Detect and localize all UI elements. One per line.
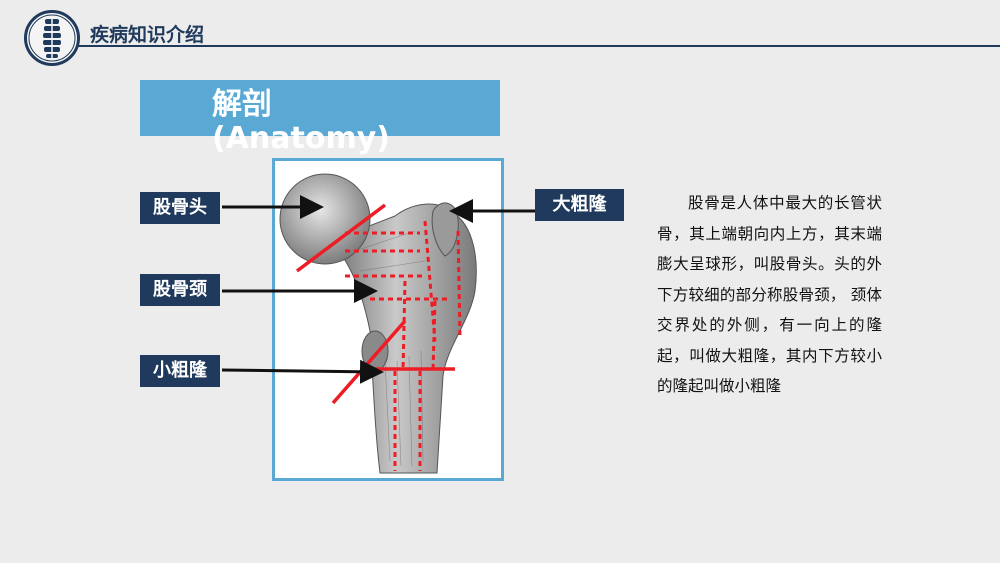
header-divider xyxy=(78,45,1000,47)
section-title: 解剖 (Anatomy) xyxy=(212,87,391,156)
page-title: 疾病知识介绍 xyxy=(90,24,205,46)
section-banner xyxy=(140,80,500,136)
description-text: 股骨是人体中最大的长管状骨，其上端朝向内上方，其末端膨大呈球形，叫股骨头。头的外… xyxy=(657,194,882,395)
label-femoral-head: 股骨头 xyxy=(140,192,220,224)
femur-illustration xyxy=(279,173,477,474)
label-greater-trochanter: 大粗隆 xyxy=(535,189,624,221)
arrow-lesser-trochanter xyxy=(221,359,384,384)
label-lesser-trochanter: 小粗隆 xyxy=(140,355,220,387)
spine-icon xyxy=(24,10,80,66)
femur-illustration-frame xyxy=(272,158,504,481)
label-femoral-neck: 股骨颈 xyxy=(140,274,220,306)
